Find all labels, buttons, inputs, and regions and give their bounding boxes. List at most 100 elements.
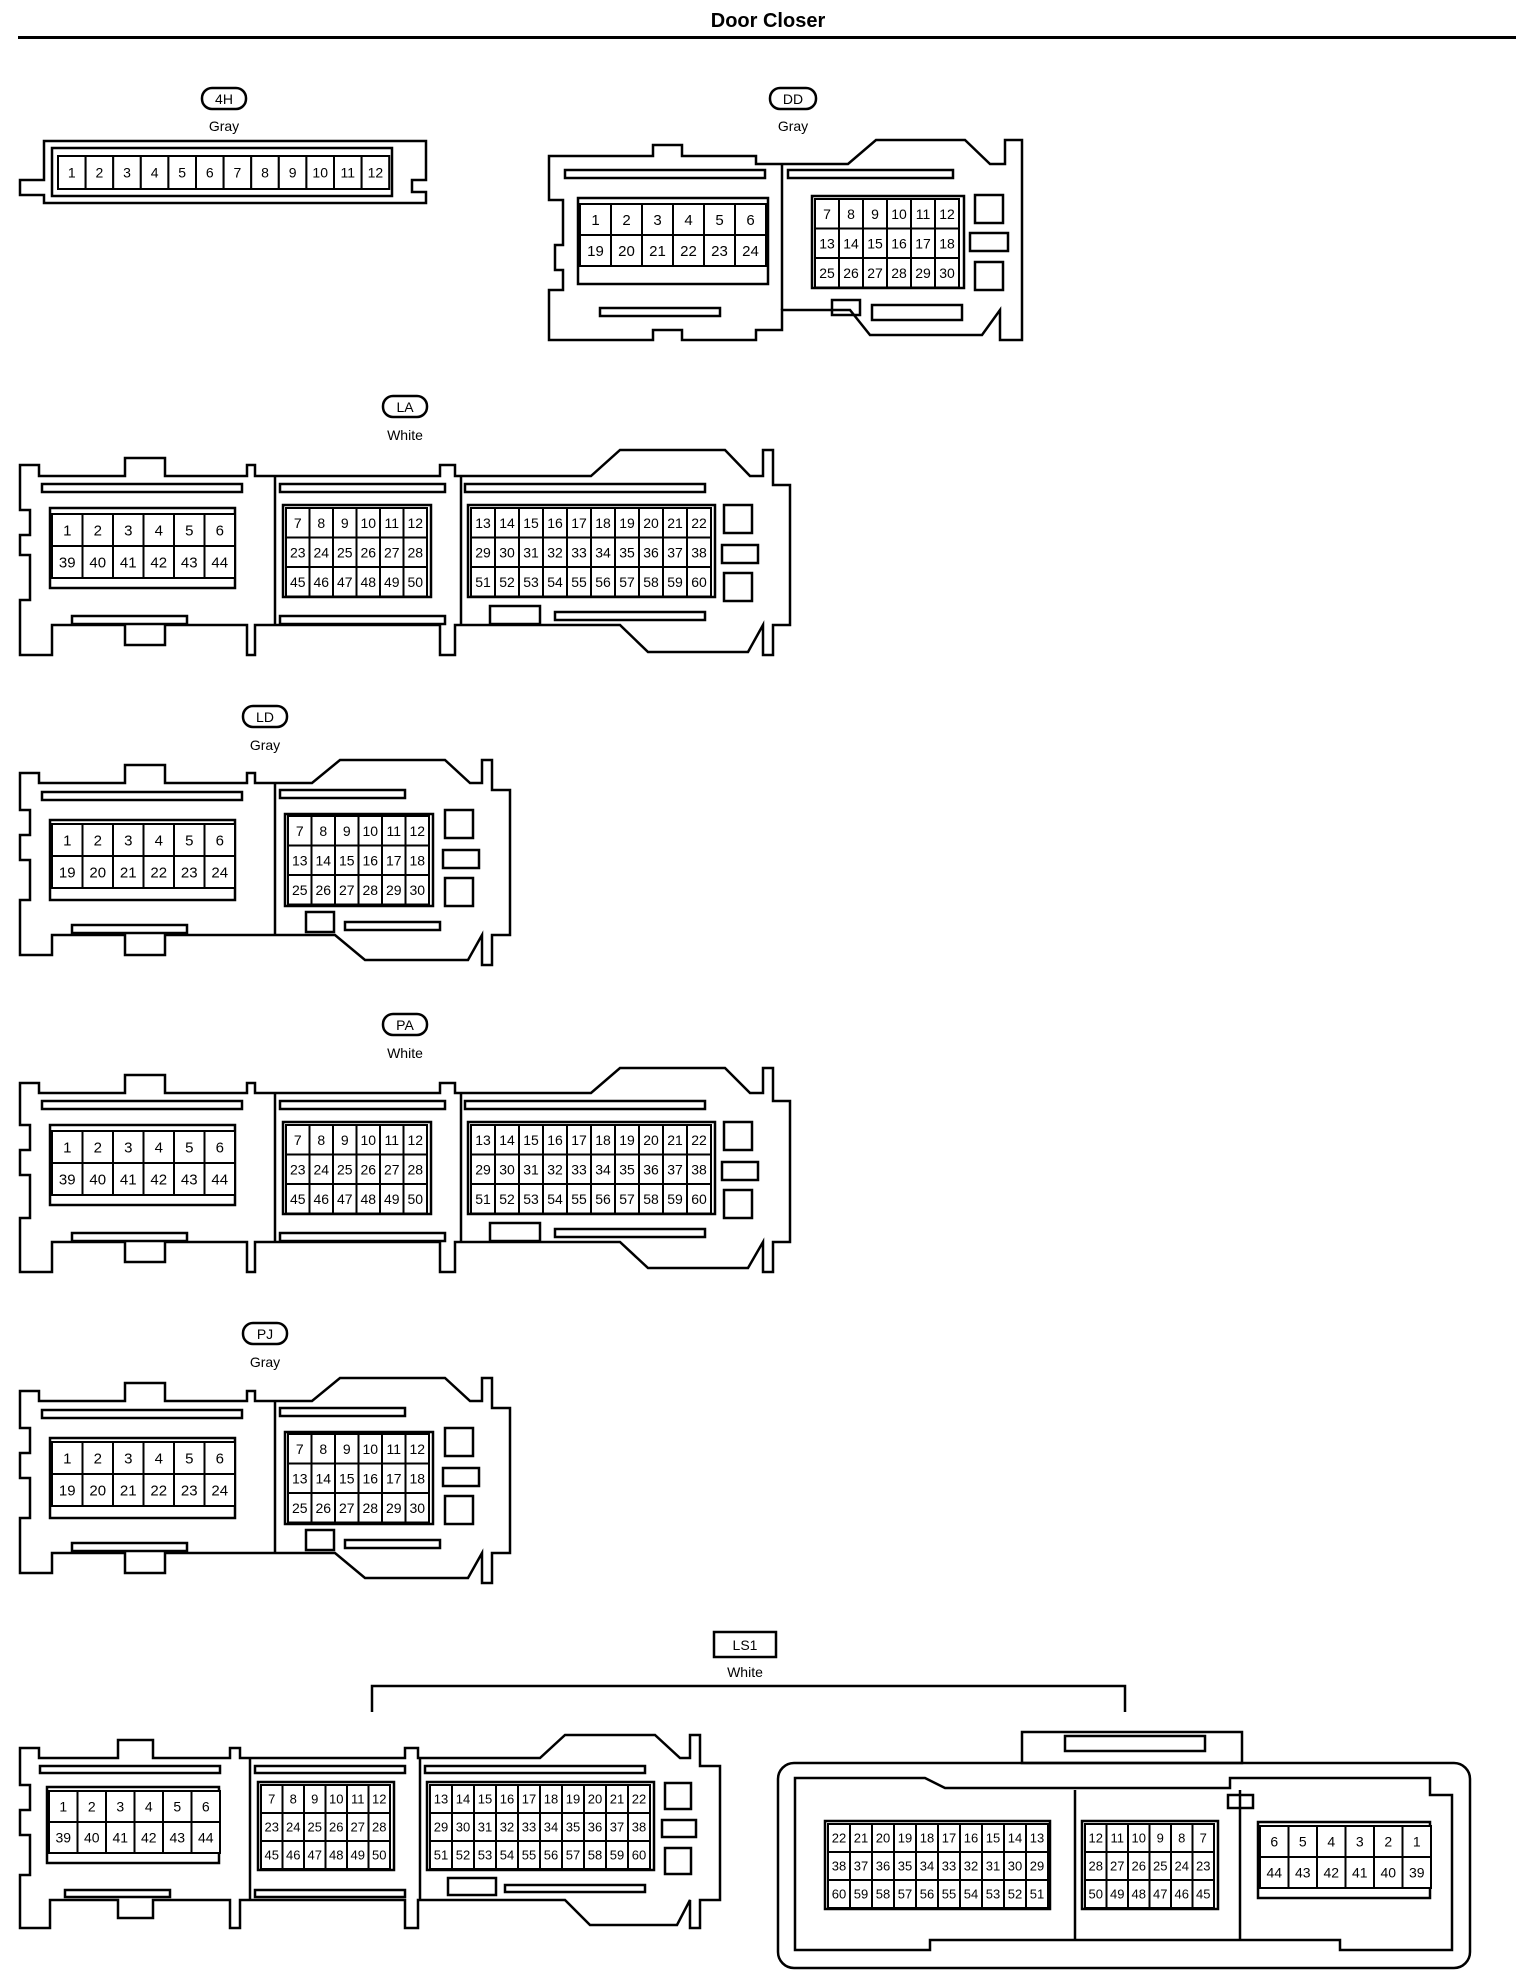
pin-cell — [112, 1130, 145, 1164]
pin-cell — [518, 566, 544, 598]
pin-number: 35 — [566, 1820, 580, 1835]
pin-number: 28 — [407, 1161, 423, 1177]
pin-number: 29 — [915, 265, 931, 281]
pin-number: 12 — [1089, 1831, 1103, 1846]
pin-number: 4 — [145, 1799, 153, 1815]
pin-number: 52 — [456, 1848, 470, 1863]
pin-cell — [142, 1473, 175, 1507]
pin-number: 21 — [667, 515, 683, 531]
pin-number: 11 — [351, 1792, 365, 1807]
latch-slot — [40, 482, 244, 494]
latch-slot — [870, 303, 964, 322]
pin-number: 48 — [1132, 1887, 1146, 1902]
pin-number: 3 — [124, 1139, 132, 1156]
pin-number: 38 — [832, 1859, 846, 1874]
pin-number: 4 — [1327, 1834, 1335, 1850]
pin-number: 25 — [819, 265, 835, 281]
pin-cell — [1344, 1825, 1375, 1858]
pin-number: 52 — [499, 1191, 515, 1207]
pin-number: 17 — [942, 1831, 956, 1846]
latch-slot — [343, 1538, 442, 1550]
latch-slot — [423, 1764, 647, 1775]
pin-number: 46 — [1175, 1887, 1189, 1902]
pin-number: 8 — [319, 1441, 327, 1457]
connector-code: LD — [256, 709, 274, 725]
pin-number: 29 — [475, 544, 491, 560]
pin-number: 13 — [292, 1470, 308, 1486]
pin-number: 11 — [1111, 1831, 1125, 1846]
pin-number: 8 — [317, 1132, 325, 1148]
pin-number: 20 — [89, 1482, 106, 1499]
pin-number: 21 — [610, 1792, 624, 1807]
pin-cell — [910, 257, 936, 289]
pin-number: 36 — [643, 1161, 659, 1177]
pin-number: 6 — [202, 1799, 210, 1815]
pin-number: 1 — [63, 522, 71, 539]
connector-code-badge — [768, 86, 818, 111]
pin-number: 33 — [571, 544, 587, 560]
connector-face — [283, 1430, 435, 1526]
latch-slot — [278, 614, 447, 626]
pin-cell — [112, 155, 142, 190]
pin-cell — [367, 1840, 391, 1870]
pin-number: 5 — [173, 1799, 181, 1815]
pin-number: 3 — [1356, 1834, 1364, 1850]
pin-number: 18 — [544, 1792, 558, 1807]
pin-number: 35 — [898, 1859, 912, 1874]
pin-number: 13 — [475, 1132, 491, 1148]
latch-slot — [598, 306, 722, 318]
pin-number: 22 — [150, 1482, 167, 1499]
pin-cell — [1287, 1856, 1318, 1889]
pin-number: 23 — [711, 243, 728, 260]
pin-number: 41 — [120, 554, 137, 571]
pin-number: 41 — [120, 1171, 137, 1188]
pin-number: 56 — [595, 1191, 611, 1207]
title-rule — [18, 36, 1516, 39]
pin-number: 4 — [684, 212, 692, 229]
pin-number: 22 — [680, 243, 697, 260]
pin-number: 33 — [522, 1820, 536, 1835]
pin-number: 4 — [155, 1450, 163, 1467]
pin-number: 49 — [384, 574, 400, 590]
connector-housing — [18, 139, 428, 205]
latch-slot — [488, 1221, 542, 1243]
pin-number: 57 — [619, 574, 635, 590]
pin-number: 20 — [643, 515, 659, 531]
pin-number: 49 — [351, 1848, 365, 1863]
pin-number: 45 — [265, 1848, 279, 1863]
pin-number: 16 — [362, 852, 378, 868]
pin-number: 57 — [619, 1191, 635, 1207]
pin-number: 14 — [315, 1470, 331, 1486]
pin-cell — [305, 155, 335, 190]
lock-tab — [443, 808, 475, 840]
pin-number: 48 — [360, 1191, 376, 1207]
pin-number: 6 — [1270, 1834, 1278, 1850]
pin-number: 24 — [313, 1161, 329, 1177]
pin-number: 37 — [667, 1161, 683, 1177]
pin-number: 5 — [185, 1450, 193, 1467]
pin-number: 3 — [123, 165, 131, 181]
pin-cell — [638, 1124, 664, 1156]
pin-cell — [814, 257, 840, 289]
pin-number: 12 — [409, 823, 425, 839]
pin-number: 49 — [384, 1191, 400, 1207]
pin-number: 29 — [386, 1500, 402, 1516]
pin-number: 4 — [155, 522, 163, 539]
pin-number: 5 — [185, 522, 193, 539]
pin-number: 25 — [1153, 1859, 1167, 1874]
pin-number: 27 — [384, 544, 400, 560]
pin-number: 8 — [1178, 1831, 1185, 1846]
pin-number: 24 — [211, 864, 228, 881]
pin-number: 16 — [964, 1831, 978, 1846]
pin-number: 26 — [1132, 1859, 1146, 1874]
pin-number: 22 — [632, 1792, 646, 1807]
pin-number: 12 — [368, 165, 384, 181]
pin-number: 23 — [290, 1161, 306, 1177]
lock-tab — [722, 1120, 754, 1152]
